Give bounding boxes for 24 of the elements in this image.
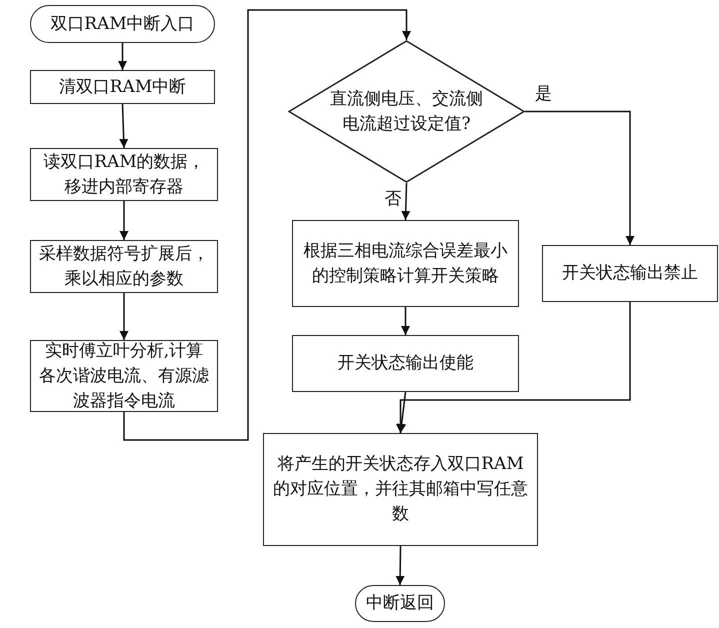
- process-box: 将产生的开关状态存入双口RAM的对应位置，并往其邮箱中写任意数: [263, 433, 538, 546]
- terminal-box: 中断返回: [355, 585, 445, 622]
- edge-label: 否: [384, 189, 402, 209]
- arrow: [401, 182, 410, 220]
- arrow: [120, 293, 128, 340]
- terminal-box: 双口RAM中断入口: [30, 5, 215, 43]
- process-box: 开关状态输出使能: [292, 335, 519, 392]
- arrow: [396, 546, 405, 586]
- arrow: [123, 9, 411, 441]
- process-box: 清双口RAM中断: [30, 70, 215, 104]
- process-box: 读双口RAM的数据，移进内部寄存器: [30, 148, 218, 201]
- arrow: [396, 302, 631, 433]
- process-box: 采样数据符号扩展后，乘以相应的参数: [30, 240, 218, 293]
- edge-label: 是: [535, 84, 552, 104]
- arrow: [119, 104, 128, 148]
- process-box: 实时傅立叶分析,计算各次谐波电流、有源滤波器指令电流: [30, 340, 218, 412]
- arrow: [118, 43, 127, 70]
- arrow: [397, 392, 406, 434]
- arrow: [525, 110, 634, 245]
- decision-diamond: 直流侧电压、交流侧电流超过设定值?: [288, 40, 525, 183]
- arrow: [120, 201, 128, 240]
- process-box: 根据三相电流综合误差最小的控制策略计算开关策略: [292, 220, 519, 307]
- arrow: [401, 307, 410, 335]
- process-box: 开关状态输出禁止: [542, 245, 718, 302]
